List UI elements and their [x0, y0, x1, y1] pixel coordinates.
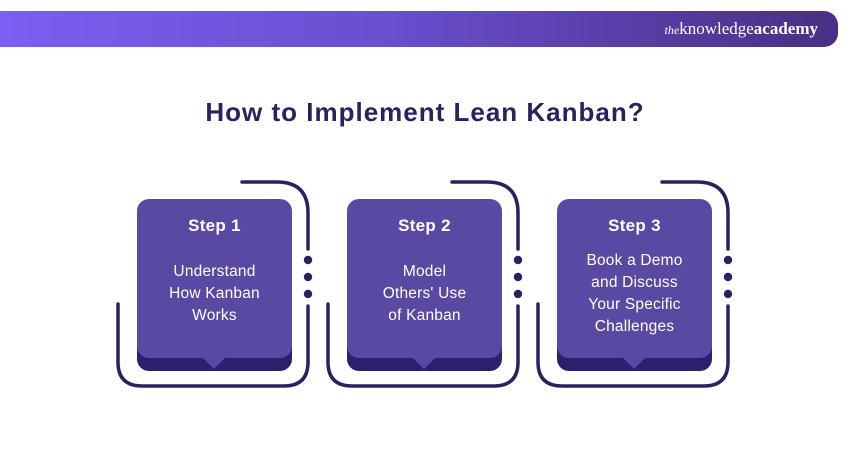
step-card-3: Step 3 Book a Demo and Discuss Your Spec…	[528, 172, 738, 402]
step-card-body: Step 2 Model Others' Use of Kanban	[347, 199, 502, 358]
dot-icon	[723, 255, 733, 265]
step-description: Understand How Kanban Works	[169, 263, 260, 324]
step-card-1: Step 1 Understand How Kanban Works	[108, 172, 318, 402]
dot-icon	[513, 255, 523, 265]
logo-the: the	[664, 23, 680, 37]
card-arrow-notch	[622, 357, 646, 369]
dot-icon	[303, 272, 313, 282]
page-title: How to Implement Lean Kanban?	[205, 97, 645, 127]
dot-icon	[723, 289, 733, 299]
step-card-body: Step 3 Book a Demo and Discuss Your Spec…	[557, 199, 712, 358]
dot-icon	[303, 289, 313, 299]
card-outline-decoration	[116, 180, 313, 388]
card-arrow-notch	[412, 357, 436, 369]
card-outline-decoration	[326, 180, 523, 388]
step-description: Book a Demo and Discuss Your Specific Ch…	[586, 252, 683, 335]
dot-icon	[723, 272, 733, 282]
step-card-2: Step 2 Model Others' Use of Kanban	[318, 172, 528, 402]
dot-icon	[303, 255, 313, 265]
logo-academy: academy	[753, 19, 818, 38]
logo-knowledge: knowledge	[679, 19, 754, 38]
step-label: Step 1	[188, 216, 241, 235]
step-card-body: Step 1 Understand How Kanban Works	[137, 199, 292, 358]
card-outline-decoration	[536, 180, 733, 388]
step-label: Step 3	[608, 216, 661, 235]
dot-icon	[513, 272, 523, 282]
dot-icon	[513, 289, 523, 299]
step-label: Step 2	[398, 216, 451, 235]
card-arrow-notch	[202, 357, 226, 369]
step-description: Model Others' Use of Kanban	[382, 263, 467, 324]
